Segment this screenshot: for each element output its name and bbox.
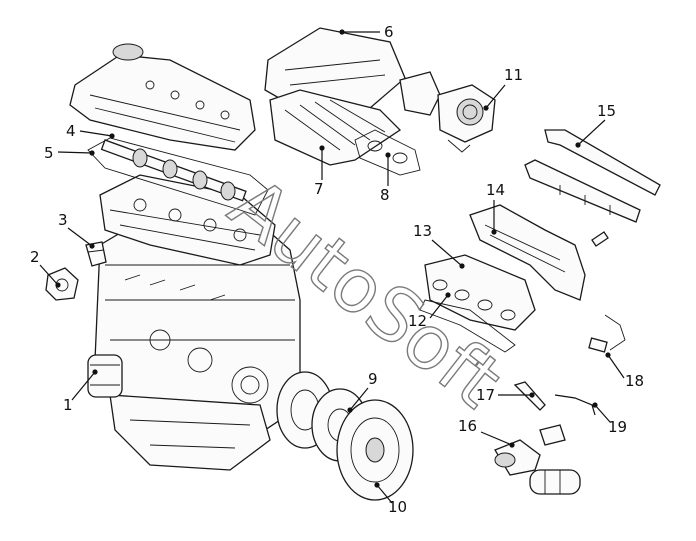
callout-number: 11	[504, 66, 523, 84]
callout-number: 6	[384, 23, 394, 41]
callout-clutch-disc: 9	[347, 370, 378, 413]
pressure-plate-shape	[336, 399, 414, 501]
callout-intake-manifold-plenum: 6	[339, 23, 394, 41]
callout-number: 2	[30, 248, 40, 266]
leader-dot	[459, 263, 465, 269]
leader-dot	[339, 29, 345, 35]
callout-number: 19	[608, 418, 627, 436]
spark-plug-shape	[591, 231, 609, 247]
leader-line	[79, 130, 113, 137]
leader-dot	[575, 142, 581, 148]
callout-pipe: 19	[592, 402, 627, 436]
callout-number: 8	[380, 186, 390, 204]
leader-line	[57, 151, 93, 154]
callout-number: 15	[597, 102, 616, 120]
callout-number: 5	[44, 144, 54, 162]
leader-dot	[529, 392, 535, 398]
leader-dot	[89, 150, 95, 156]
callout-number: 16	[458, 417, 477, 435]
leader-dot	[483, 105, 489, 111]
callout-oil-filter: 1	[63, 369, 98, 414]
callout-number: 18	[625, 372, 644, 390]
thermostat-housing-shape	[45, 267, 79, 301]
exhaust-manifold-shape	[424, 254, 536, 331]
valve-cover	[69, 43, 256, 151]
coolant-outlet-shape	[494, 424, 566, 476]
callout-coolant-outlet: 16	[458, 417, 515, 448]
leader-dot	[491, 229, 497, 235]
leader-line	[429, 294, 449, 319]
callout-number: 4	[66, 122, 76, 140]
leader-dot	[89, 243, 95, 249]
camshaft-shape	[100, 139, 247, 202]
leader-line	[577, 119, 606, 146]
callout-intake-manifold-runners: 7	[314, 145, 325, 198]
callout-throttle-body: 11	[483, 66, 523, 111]
leader-line	[376, 484, 393, 504]
fuel-rail-shape	[524, 129, 661, 223]
leader-line	[71, 371, 96, 401]
engine-block	[94, 214, 301, 471]
leader-dot	[509, 442, 515, 448]
callout-number: 10	[388, 498, 407, 516]
valve-cover-gasket-outline	[87, 137, 269, 216]
leader-line	[349, 387, 369, 411]
callout-number: 14	[486, 181, 505, 199]
callout-pipe-bracket: 17	[476, 386, 535, 404]
oxygen-sensor-shape	[588, 314, 626, 353]
intake-manifold	[264, 27, 441, 166]
callout-number: 12	[408, 312, 427, 330]
intake-gasket-shape	[354, 129, 421, 176]
callout-number: 13	[413, 222, 432, 240]
leader-dot	[385, 152, 391, 158]
starter-motor-shape	[529, 469, 581, 495]
leader-dot	[109, 133, 115, 139]
callout-number: 9	[368, 370, 378, 388]
oil-filter-shape	[87, 354, 123, 398]
leader-dot	[55, 282, 61, 288]
callout-number: 3	[58, 211, 68, 229]
leader-dot	[319, 145, 325, 151]
callout-fuel-rail: 15	[575, 102, 616, 148]
leader-line	[431, 239, 463, 267]
leader-line	[67, 227, 93, 247]
pipe-shape	[554, 394, 596, 416]
callout-oil-pressure-switch: 3	[58, 211, 95, 249]
leader-dot	[374, 482, 380, 488]
callout-exhaust-manifold-gasket: 12	[408, 292, 451, 330]
oil-pressure-switch-shape	[85, 241, 107, 267]
heat-shield-shape	[469, 204, 586, 301]
leader-line	[39, 264, 59, 286]
leader-line	[594, 404, 611, 423]
callout-clutch-pressure-plate: 10	[374, 482, 407, 516]
leader-dot	[445, 292, 451, 298]
leader-dot	[605, 352, 611, 358]
callout-camshaft: 4	[66, 122, 115, 140]
leader-line	[485, 84, 506, 109]
leader-line	[607, 354, 625, 379]
exhaust-gasket-outline	[419, 299, 516, 353]
throttle-body-shape	[437, 84, 496, 153]
leader-line	[480, 431, 513, 446]
leader-dot	[92, 369, 98, 375]
callout-number: 7	[314, 180, 324, 198]
callout-intake-gasket: 8	[380, 152, 391, 204]
callout-oxygen-sensor: 18	[605, 352, 644, 390]
callout-thermostat-housing: 2	[30, 248, 61, 288]
leader-dot	[347, 407, 353, 413]
callout-number: 1	[63, 396, 73, 414]
callout-heat-shield: 14	[486, 181, 505, 235]
callout-exhaust-manifold: 13	[413, 222, 465, 269]
callout-valve-cover-gasket: 5	[44, 144, 95, 162]
callout-number: 17	[476, 386, 495, 404]
leader-dot	[592, 402, 598, 408]
